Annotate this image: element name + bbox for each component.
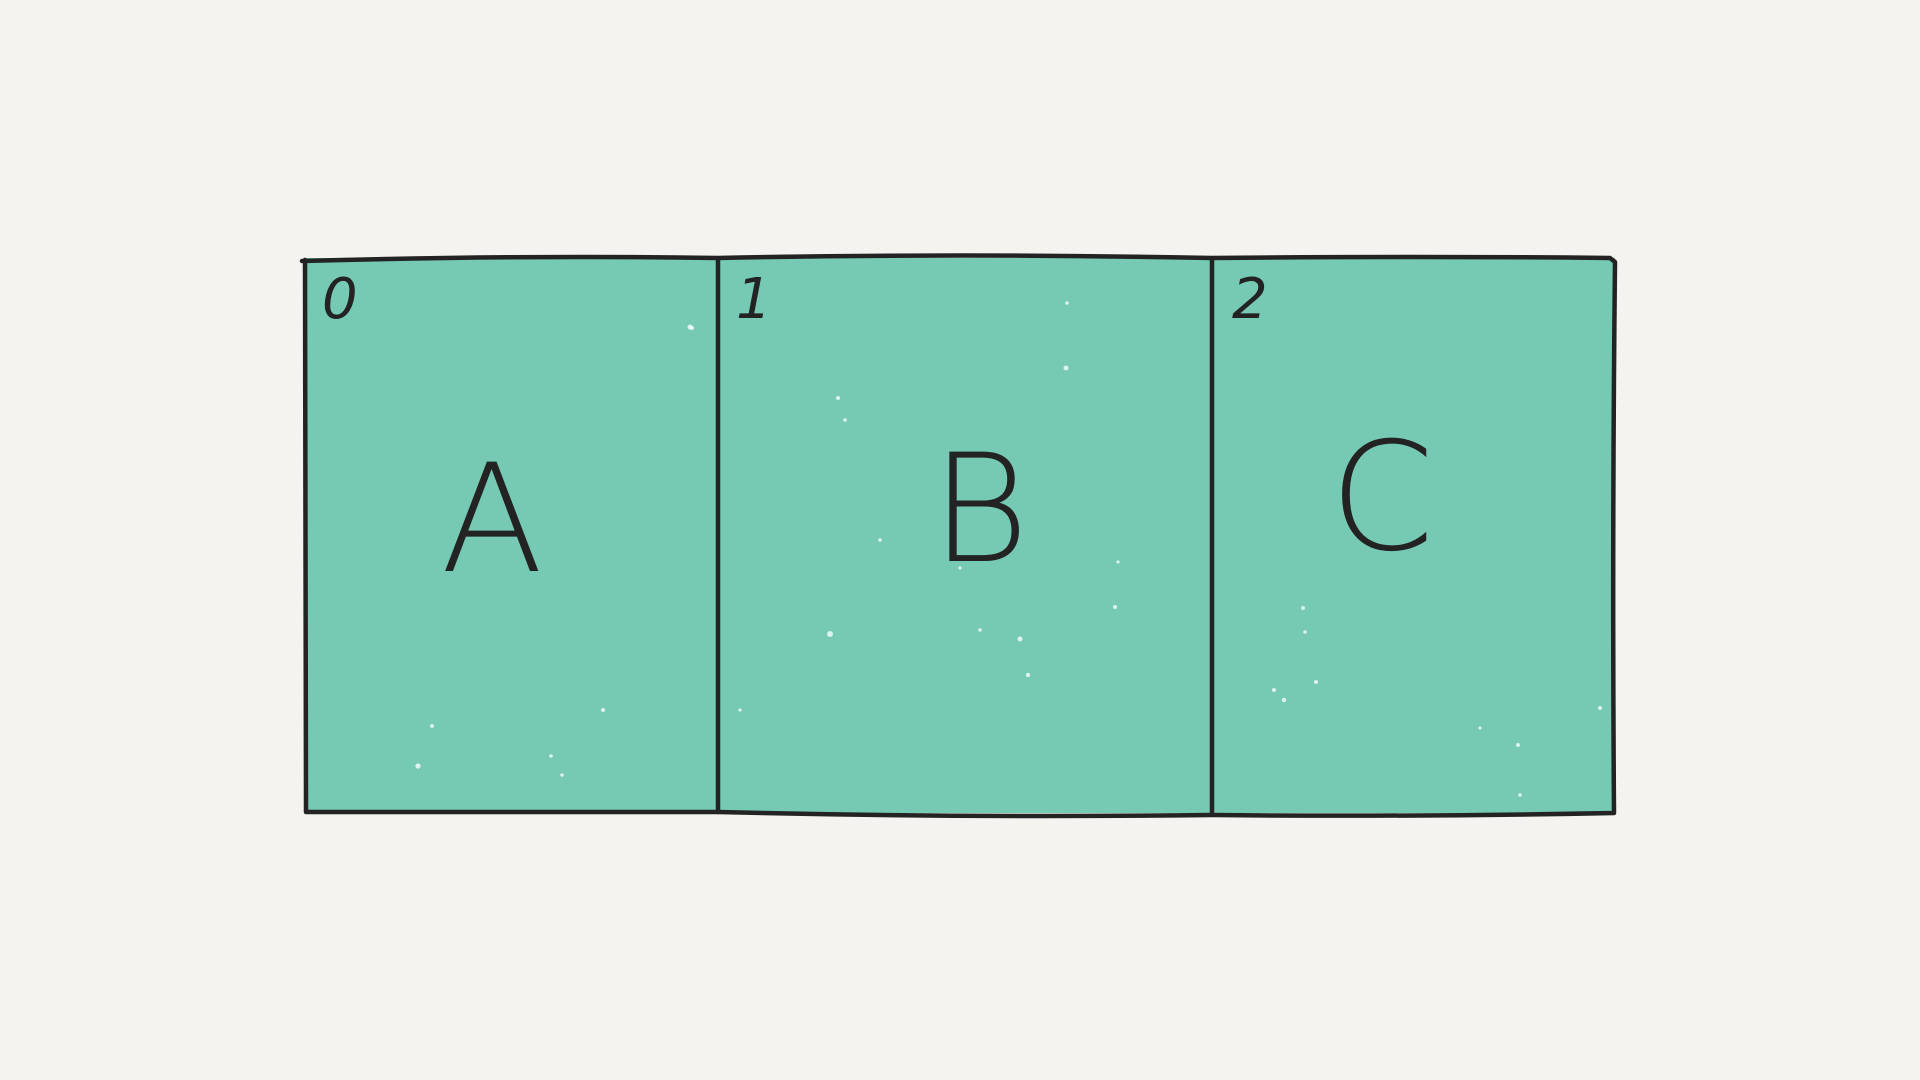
array-outline [299, 253, 1618, 819]
cell-2-fill [1212, 258, 1615, 813]
divider-1-2 [1209, 256, 1215, 817]
cell-1-index: 1 [736, 267, 772, 332]
cell-2-index: 2 [1232, 267, 1268, 332]
cell-1-fill [718, 258, 1212, 813]
cell-0-value: A [440, 433, 544, 607]
cell-0-index: 0 [322, 267, 358, 332]
cell-1-value: B [930, 423, 1030, 597]
cell-0-fill [305, 258, 718, 813]
divider-0-1 [715, 257, 721, 815]
cell-2-value: C [1329, 411, 1435, 585]
speckle-texture [415, 301, 1602, 797]
